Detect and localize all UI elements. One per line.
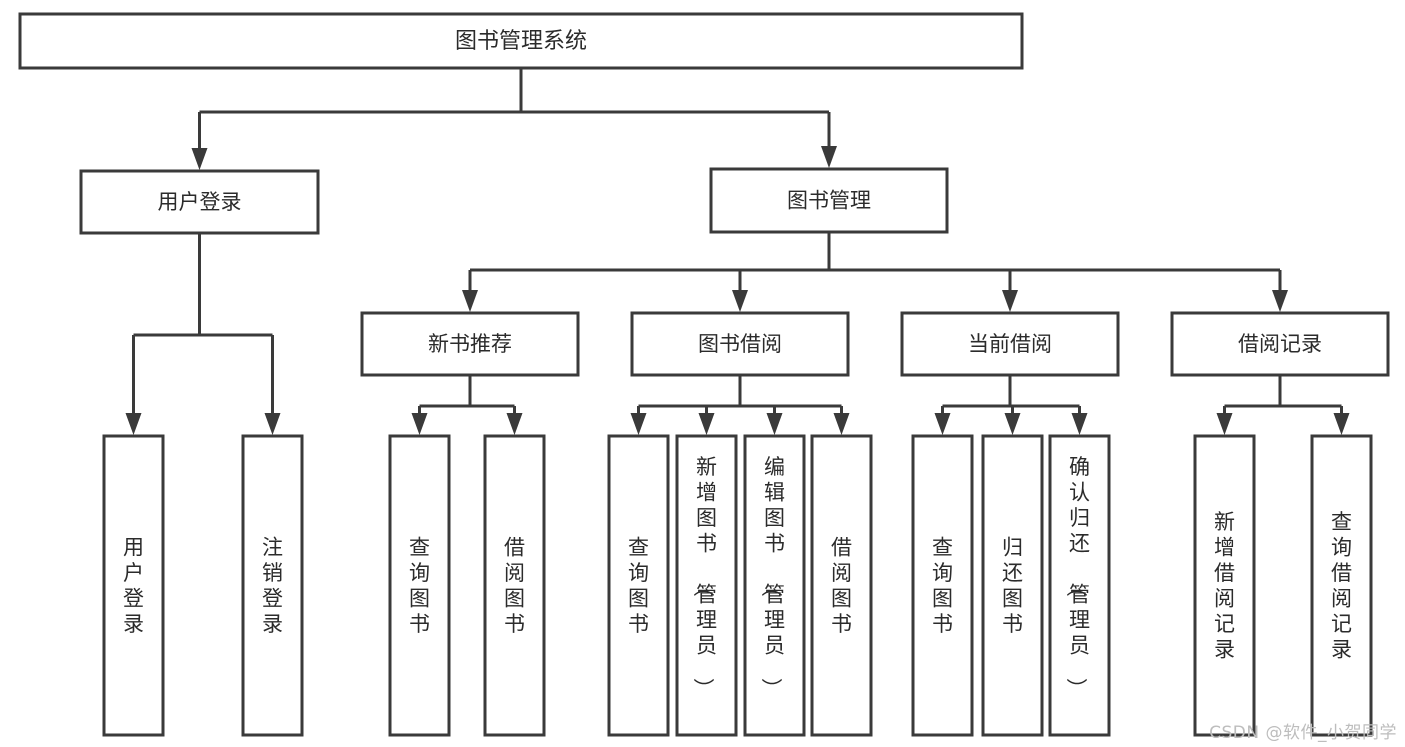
leaf-label: 编辑图书（管理员） [759, 455, 785, 699]
node-box [388, 434, 451, 737]
node-box [18, 12, 1024, 70]
node-label: 新书推荐 [428, 332, 512, 356]
arrow-head-icon [1216, 413, 1233, 435]
arrow-head-icon [1071, 413, 1088, 435]
arrow-head-icon [630, 413, 647, 435]
arrow-head-icon [506, 413, 523, 435]
root-node[interactable]: 图书管理系统 [18, 12, 1024, 70]
node-label: 图书借阅 [698, 332, 782, 356]
arrow-head-icon [411, 413, 428, 435]
node-layer: 图书管理系统用户登录图书管理新书推荐图书借阅当前借阅借阅记录用户登录注销登录查询… [18, 12, 1390, 737]
arrow-head-icon [1333, 413, 1350, 435]
node-box [607, 434, 670, 737]
leaf-node-6[interactable]: 编辑图书（管理员） [743, 434, 806, 737]
node-label: 图书管理系统 [455, 29, 587, 54]
leaf-node-0[interactable]: 用户登录 [102, 434, 165, 737]
arrow-head-icon [766, 413, 783, 435]
leaf-label: 新增借阅记录 [1214, 510, 1235, 662]
node-box [79, 169, 320, 235]
node-box [241, 434, 304, 737]
arrow-head-icon [462, 290, 478, 312]
node-label: 当前借阅 [968, 332, 1052, 356]
leaf-label: 查询图书 [628, 535, 649, 636]
leaf-label: 查询图书 [409, 535, 430, 636]
connector-layer [125, 68, 1350, 435]
arrow-head-icon [125, 413, 142, 435]
arrow-head-icon [191, 148, 208, 170]
leaf-label: 归还图书 [1002, 535, 1023, 636]
leaf-label: 借阅图书 [831, 535, 852, 636]
arrow-head-icon [1002, 290, 1018, 312]
arrow-head-icon [1004, 413, 1021, 435]
node-label: 借阅记录 [1238, 332, 1322, 356]
leaf-label: 借阅图书 [504, 535, 525, 636]
leaf-node-12[interactable]: 查询借阅记录 [1310, 434, 1373, 737]
node-box [102, 434, 165, 737]
node-box [900, 311, 1120, 377]
node-box [360, 311, 580, 377]
level3-node-2[interactable]: 当前借阅 [900, 311, 1120, 377]
node-box [911, 434, 974, 737]
level3-node-3[interactable]: 借阅记录 [1170, 311, 1390, 377]
level2-node-0[interactable]: 用户登录 [79, 169, 320, 235]
level3-node-0[interactable]: 新书推荐 [360, 311, 580, 377]
leaf-label: 注销登录 [262, 535, 283, 636]
leaf-node-9[interactable]: 归还图书 [981, 434, 1044, 737]
leaf-node-5[interactable]: 新增图书（管理员） [675, 434, 738, 737]
node-label: 图书管理 [787, 189, 871, 213]
node-box [1048, 434, 1111, 737]
node-box [981, 434, 1044, 737]
arrow-head-icon [934, 413, 951, 435]
leaf-node-8[interactable]: 查询图书 [911, 434, 974, 737]
arrow-head-icon [1272, 290, 1288, 312]
node-box [1193, 434, 1256, 737]
leaf-label: 用户登录 [123, 535, 144, 636]
node-box [709, 167, 949, 234]
leaf-node-2[interactable]: 查询图书 [388, 434, 451, 737]
node-box [1310, 434, 1373, 737]
node-box [743, 434, 806, 737]
level2-node-1[interactable]: 图书管理 [709, 167, 949, 234]
leaf-label: 新增图书（管理员） [691, 455, 717, 699]
arrow-head-icon [833, 413, 850, 435]
leaf-label: 查询图书 [932, 535, 953, 636]
node-box [1170, 311, 1390, 377]
leaf-node-4[interactable]: 查询图书 [607, 434, 670, 737]
node-box [630, 311, 850, 377]
arrow-head-icon [732, 290, 748, 312]
leaf-node-1[interactable]: 注销登录 [241, 434, 304, 737]
arrow-head-icon [821, 146, 837, 168]
level3-node-1[interactable]: 图书借阅 [630, 311, 850, 377]
arrow-head-icon [264, 413, 281, 435]
leaf-label: 确认归还（管理员） [1064, 455, 1090, 699]
node-box [483, 434, 546, 737]
node-label: 用户登录 [158, 190, 242, 214]
node-box [810, 434, 873, 737]
arrow-head-icon [698, 413, 715, 435]
leaf-node-10[interactable]: 确认归还（管理员） [1048, 434, 1111, 737]
leaf-node-11[interactable]: 新增借阅记录 [1193, 434, 1256, 737]
leaf-node-3[interactable]: 借阅图书 [483, 434, 546, 737]
leaf-label: 查询借阅记录 [1331, 510, 1352, 662]
leaf-node-7[interactable]: 借阅图书 [810, 434, 873, 737]
node-box [675, 434, 738, 737]
